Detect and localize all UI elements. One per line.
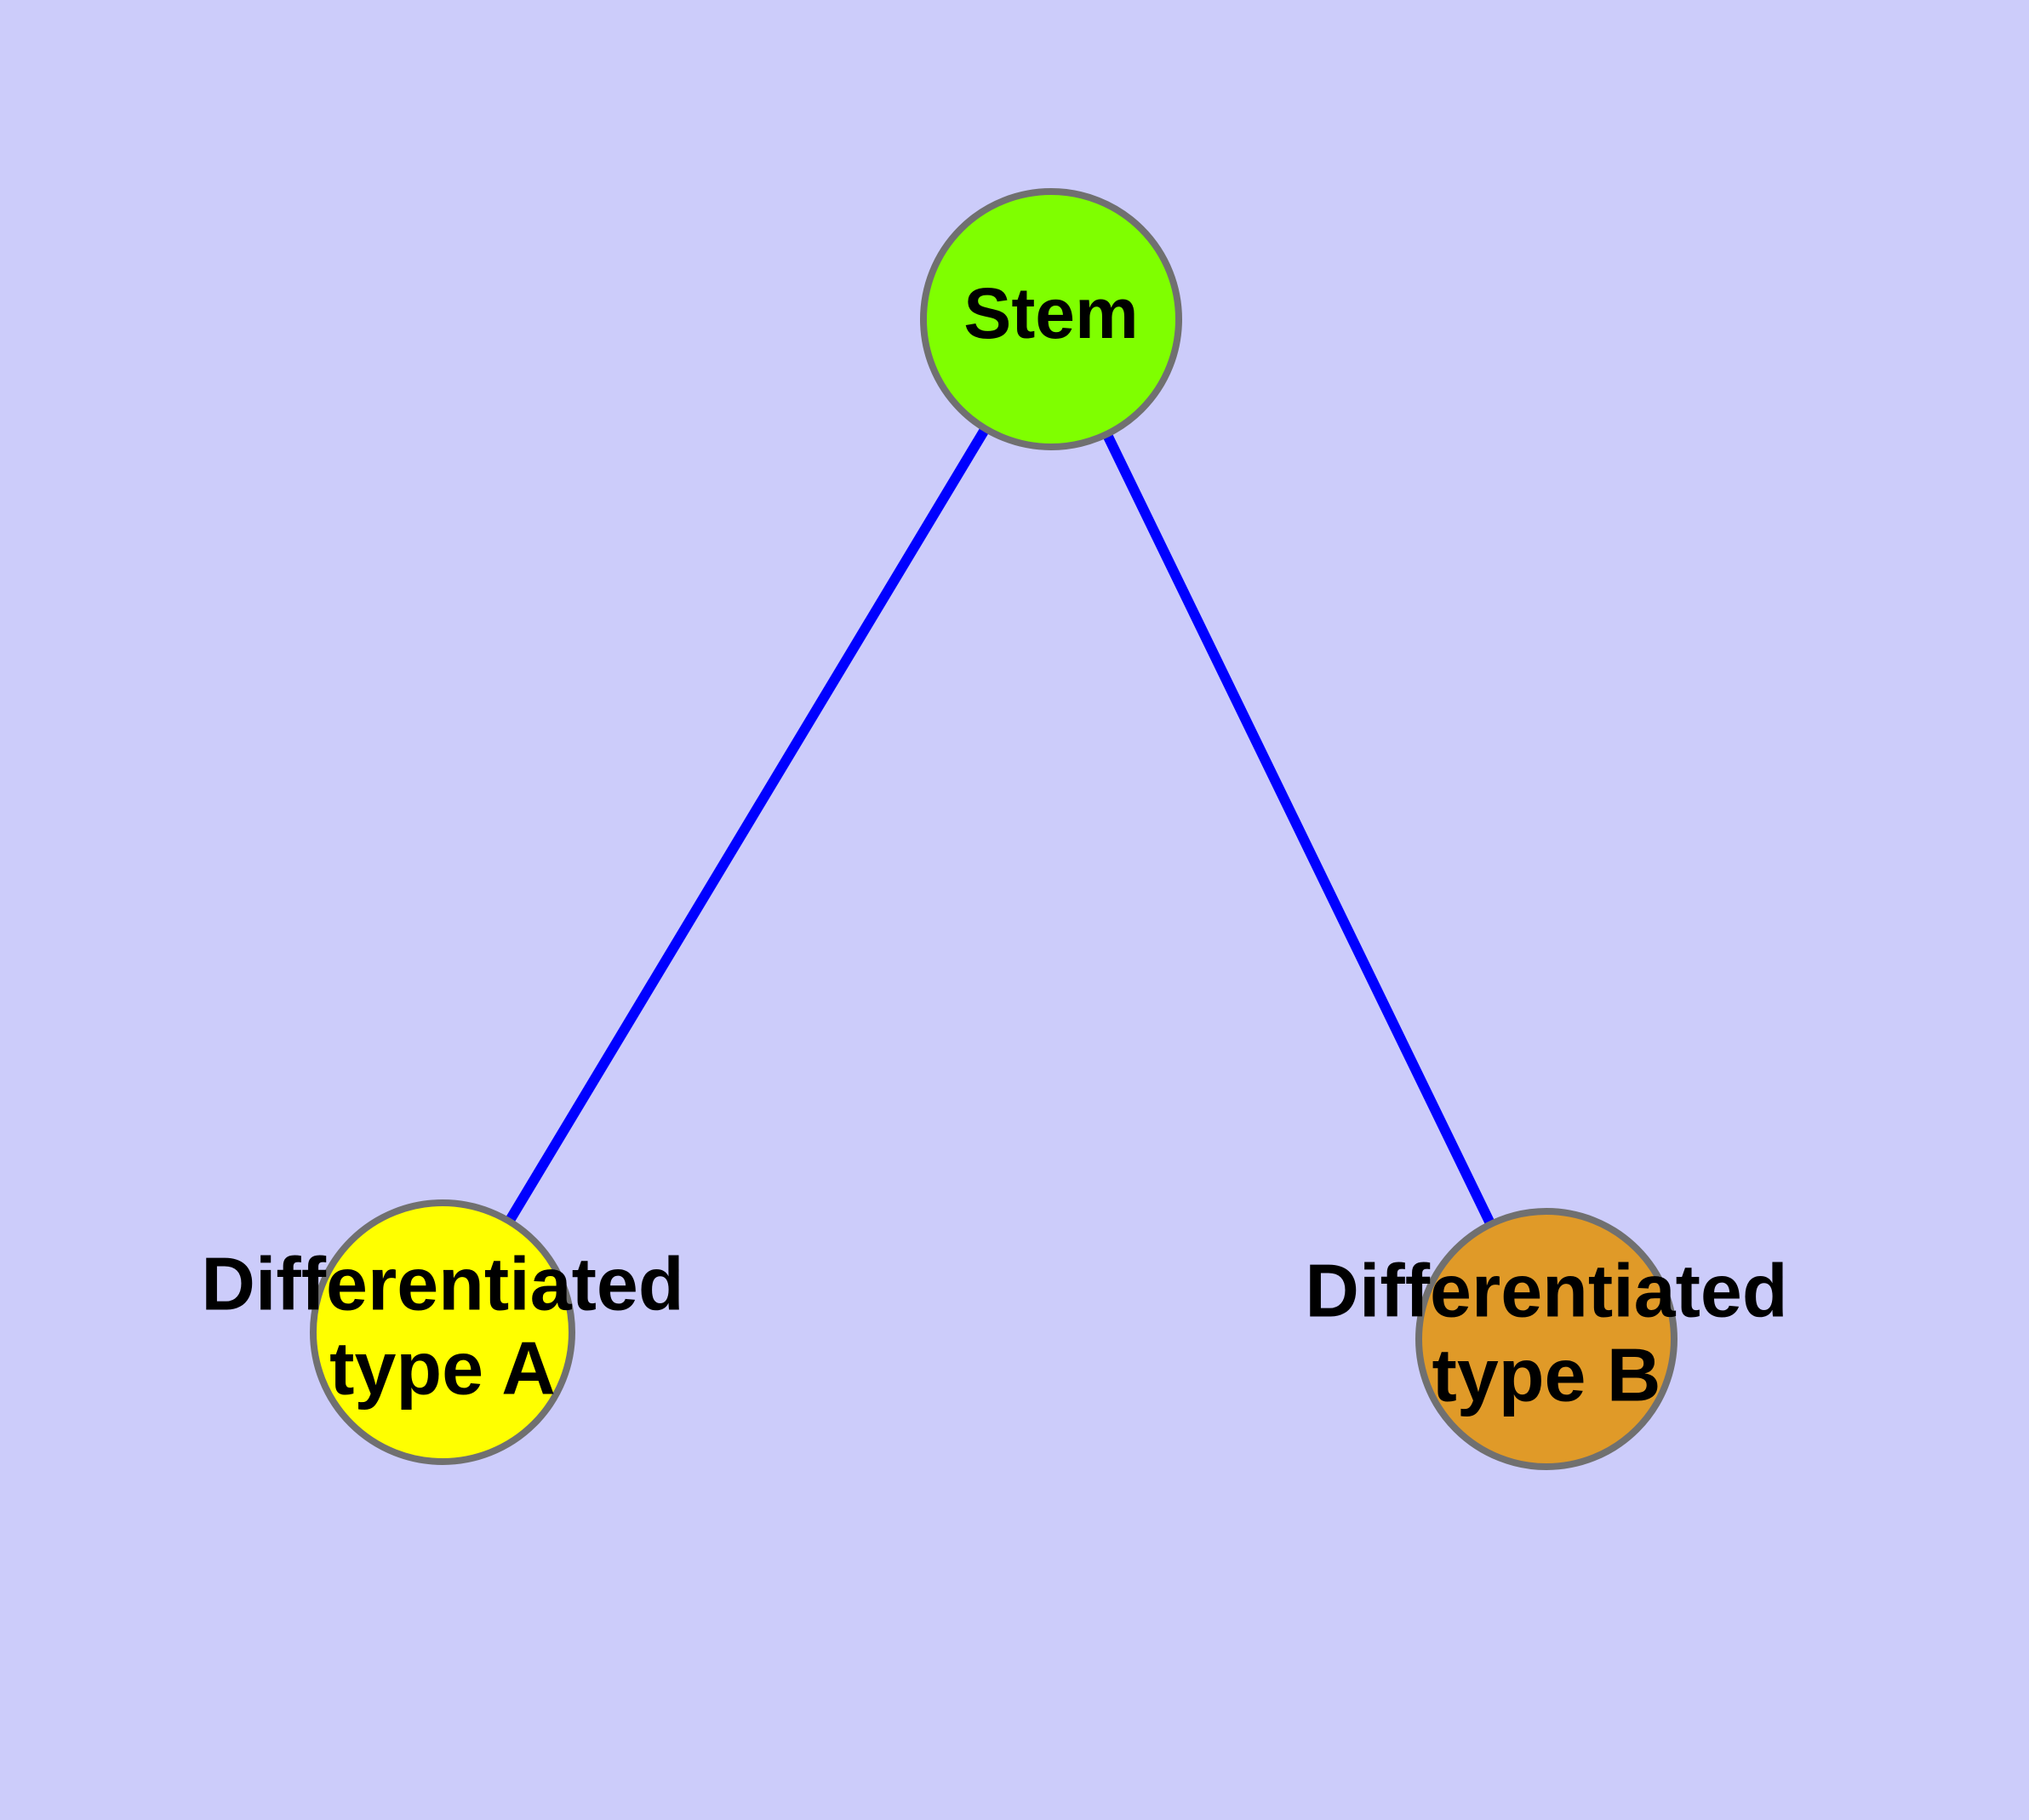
node-label-stem: Stem [963,273,1138,353]
node-label-line: Stem [963,273,1138,353]
node-diff_b[interactable] [1415,1208,1677,1470]
edge-stem-b[interactable] [1046,317,1552,1342]
node-stem[interactable] [920,188,1182,450]
node-label-line: Differentiated [201,1242,683,1326]
node-label-line: type B [1432,1333,1661,1417]
edge-stem-a[interactable] [437,316,1056,1336]
node-label-line: Differentiated [1305,1249,1787,1333]
edge-layer [437,316,1552,1342]
node-diff_a[interactable] [310,1199,575,1465]
node-layer [310,188,1677,1470]
node-label-line: type A [329,1326,556,1411]
